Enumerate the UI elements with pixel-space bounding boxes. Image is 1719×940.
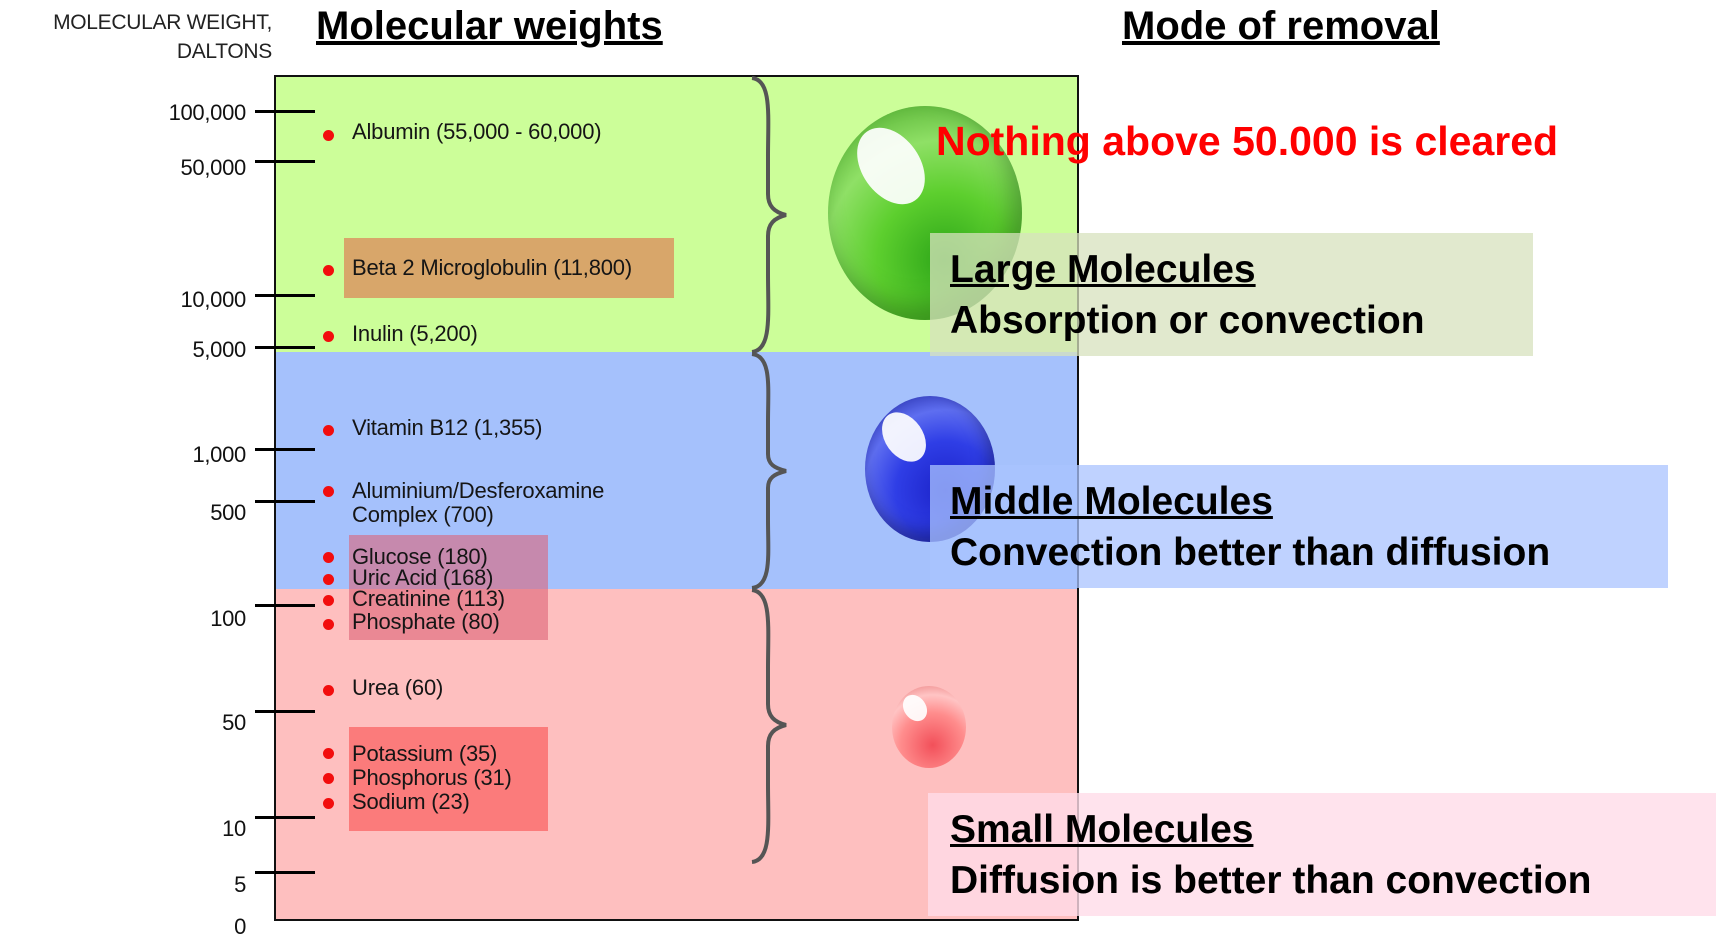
large-molecules-mode: Absorption or convection [950, 299, 1425, 342]
tick-mark [255, 604, 315, 607]
molecule-dot [323, 425, 334, 436]
tick-mark [255, 710, 315, 713]
molecule-label-creatinine: Creatinine (113) [352, 586, 505, 611]
tick-label: 50 [222, 710, 246, 735]
heading-mode-of-removal: Mode of removal [1122, 4, 1440, 48]
tick-mark [255, 110, 315, 113]
molecule-dot [323, 552, 334, 563]
tick-label: 100,000 [168, 100, 247, 125]
tick-label: 10 [222, 816, 246, 841]
molecule-dot [323, 595, 334, 606]
tick-label: 10,000 [180, 287, 247, 312]
tick-mark [255, 160, 315, 163]
molecule-label-beta2-microglobulin: Beta 2 Microglobulin (11,800) [352, 255, 632, 280]
red-sphere [892, 686, 966, 768]
large-molecules-title: Large Molecules [950, 248, 1256, 291]
molecule-dot [323, 748, 334, 759]
molecule-dot [323, 574, 334, 585]
molecule-label-vitamin-b12: Vitamin B12 (1,355) [352, 415, 543, 440]
molecule-dot [323, 331, 334, 342]
molecule-dot [323, 265, 334, 276]
cleared-note: Nothing above 50.000 is cleared [936, 118, 1559, 164]
molecule-dot [323, 619, 334, 630]
large-molecules-brace [751, 76, 787, 354]
molecule-label-phosphate: Phosphate (80) [352, 609, 500, 634]
molecule-label-glucose: Glucose (180) [352, 544, 488, 569]
tick-mark [255, 500, 315, 503]
small-molecules-title: Small Molecules [950, 808, 1254, 851]
tick-label: 5,000 [192, 337, 246, 362]
molecule-dot [323, 486, 334, 497]
axis-title-line2: DALTONS [176, 40, 272, 63]
tick-label: 1,000 [192, 442, 246, 467]
tick-label: 5 [234, 872, 246, 897]
small-molecules-mode: Diffusion is better than convection [950, 859, 1592, 902]
axis-title: MOLECULAR WEIGHT, DALTONS [0, 8, 272, 66]
ions-highlight [349, 727, 548, 831]
middle-small-overlap-highlight [349, 535, 548, 640]
tick-label: 50,000 [180, 155, 247, 180]
molecule-label-line1: Aluminium/Desferoxamine [352, 478, 605, 503]
molecule-dot [323, 685, 334, 696]
molecule-label-sodium: Sodium (23) [352, 789, 470, 814]
tick-mark [255, 871, 315, 874]
molecule-label-inulin: Inulin (5,200) [352, 321, 478, 346]
molecule-dot [323, 773, 334, 784]
heading-molecular-weights: Molecular weights [316, 4, 663, 48]
molecule-dot [323, 798, 334, 809]
molecule-label-urea: Urea (60) [352, 675, 444, 700]
middle-molecules-title: Middle Molecules [950, 480, 1273, 523]
molecule-label-uric-acid: Uric Acid (168) [352, 565, 494, 590]
large-molecules-box [930, 233, 1533, 356]
molecule-label-albumin: Albumin (55,000 - 60,000) [352, 119, 602, 144]
tick-mark [255, 294, 315, 297]
tick-label: 500 [210, 500, 246, 525]
middle-molecules-box [930, 465, 1668, 588]
molecule-label-aluminium-desferoxamine: Aluminium/Desferoxamine Complex (700) [352, 479, 604, 527]
axis-title-line1: MOLECULAR WEIGHT, [53, 11, 272, 34]
tick-mark [255, 346, 315, 349]
molecule-label-phosphorus: Phosphorus (31) [352, 765, 512, 790]
tick-label: 0 [234, 914, 246, 939]
tick-mark [255, 816, 315, 819]
tick-label: 100 [210, 606, 246, 631]
molecule-dot [323, 130, 334, 141]
middle-molecules-mode: Convection better than diffusion [950, 531, 1551, 574]
small-molecules-brace [751, 588, 787, 864]
molecule-label-line2: Complex (700) [352, 502, 494, 527]
tick-mark [255, 448, 315, 451]
middle-molecules-brace [751, 352, 787, 590]
beta2-highlight [344, 238, 674, 298]
molecule-label-potassium: Potassium (35) [352, 741, 498, 766]
small-molecules-box [928, 793, 1716, 916]
